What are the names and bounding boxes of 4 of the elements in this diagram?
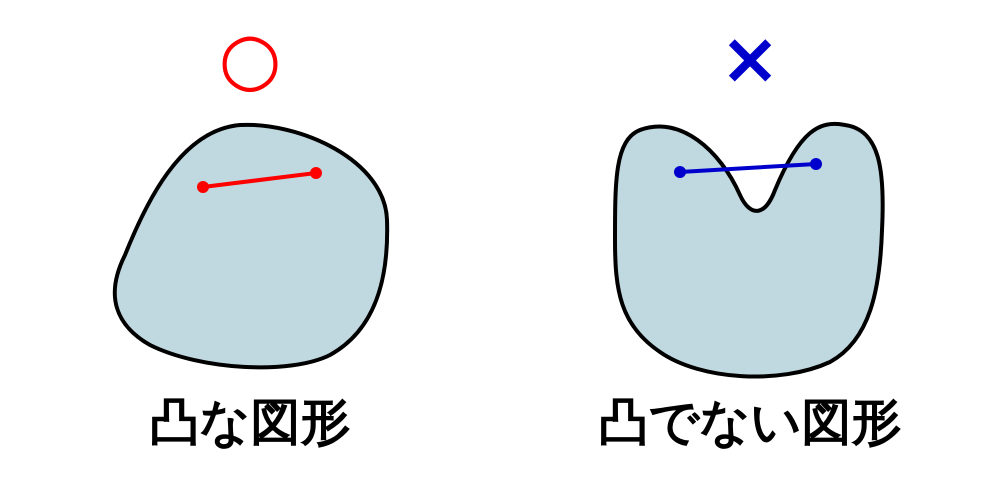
mark-symbol: ○ <box>218 22 282 94</box>
shape-caption: 凸な図形 <box>150 395 350 450</box>
mark-symbol: × <box>720 22 780 94</box>
shape-caption: 凸でない図形 <box>598 395 902 450</box>
